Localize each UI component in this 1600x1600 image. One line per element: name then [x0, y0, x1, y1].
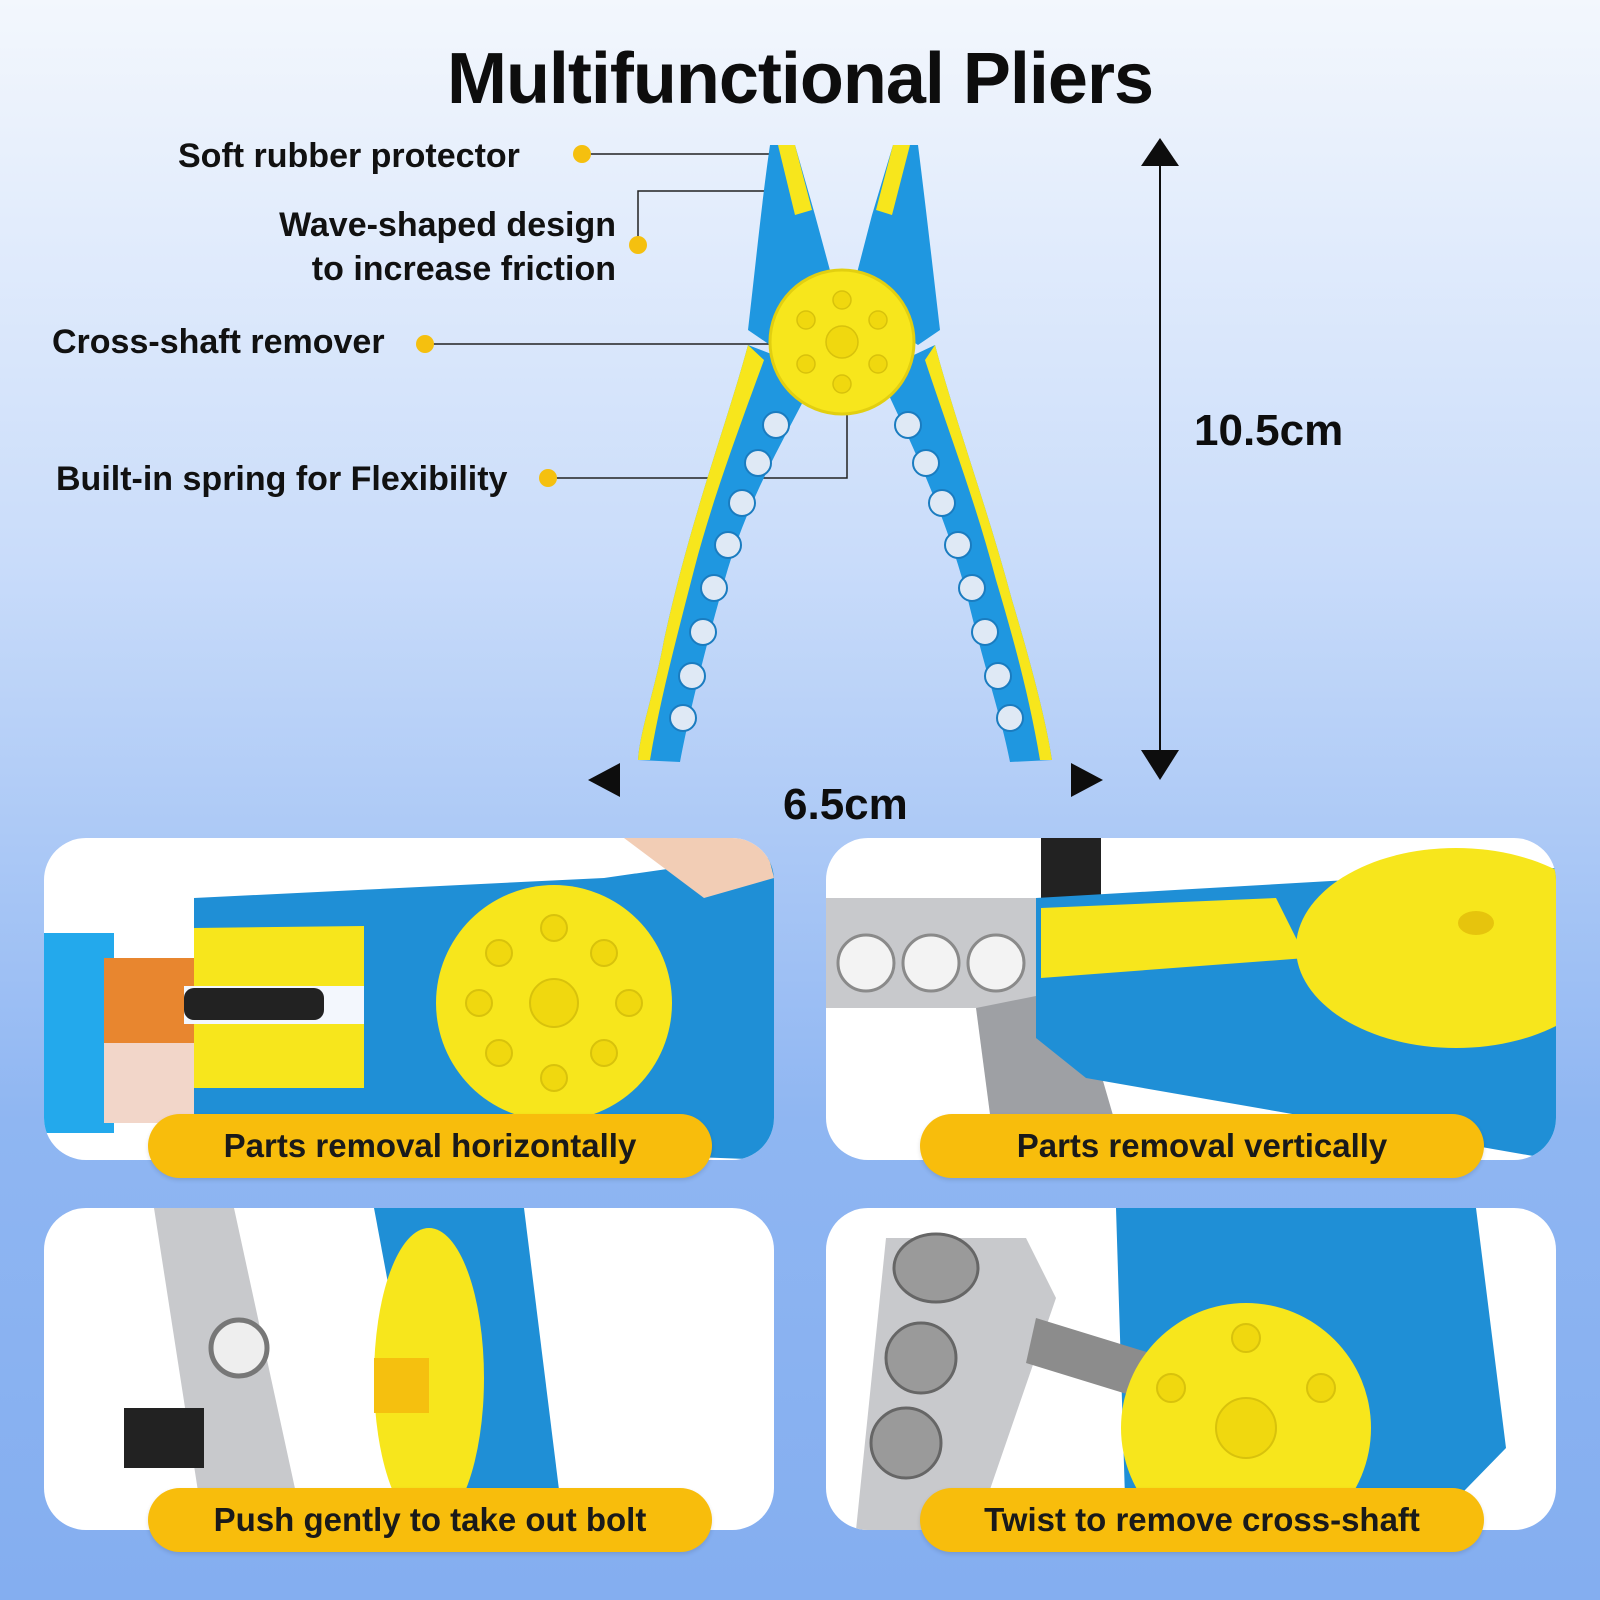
leader-spring — [548, 410, 848, 479]
height-arrow — [1141, 138, 1179, 780]
card-twist-cross-shaft — [826, 1208, 1556, 1530]
photo-horizontal-removal — [44, 838, 774, 1160]
label-vertical-removal: Parts removal vertically — [920, 1114, 1484, 1178]
dot-soft-rubber — [573, 145, 591, 163]
callout-cross-shaft: Cross-shaft remover — [52, 323, 385, 361]
width-arrow — [588, 763, 1103, 797]
callout-wave-line2: to increase friction — [311, 250, 616, 288]
card-horizontal-removal — [44, 838, 774, 1160]
pliers-diagram — [416, 138, 1179, 797]
card-push-bolt — [44, 1208, 774, 1530]
leader-wave — [637, 190, 795, 240]
width-label: 6.5cm — [783, 780, 908, 829]
label-twist-cross-shaft: Twist to remove cross-shaft — [920, 1488, 1484, 1552]
dot-spring — [539, 469, 557, 487]
card-vertical-removal — [826, 838, 1556, 1160]
callout-dots — [416, 145, 647, 487]
label-horizontal-removal: Parts removal horizontally — [148, 1114, 712, 1178]
callout-soft-rubber: Soft rubber protector — [178, 137, 520, 175]
handle-holes — [669, 411, 1024, 732]
label-push-bolt: Push gently to take out bolt — [148, 1488, 712, 1552]
photo-push-bolt — [124, 1208, 564, 1530]
dot-cross-shaft — [416, 335, 434, 353]
callout-wave-line1: Wave-shaped design — [279, 206, 616, 244]
height-label: 10.5cm — [1194, 406, 1344, 455]
pliers-illustration — [638, 145, 1052, 762]
photo-twist-cross-shaft — [856, 1208, 1506, 1530]
callout-spring: Built-in spring for Flexibility — [56, 460, 508, 498]
page-title: Multifunctional Pliers — [446, 39, 1154, 119]
dot-wave — [629, 236, 647, 254]
photo-vertical-removal — [826, 838, 1556, 1160]
